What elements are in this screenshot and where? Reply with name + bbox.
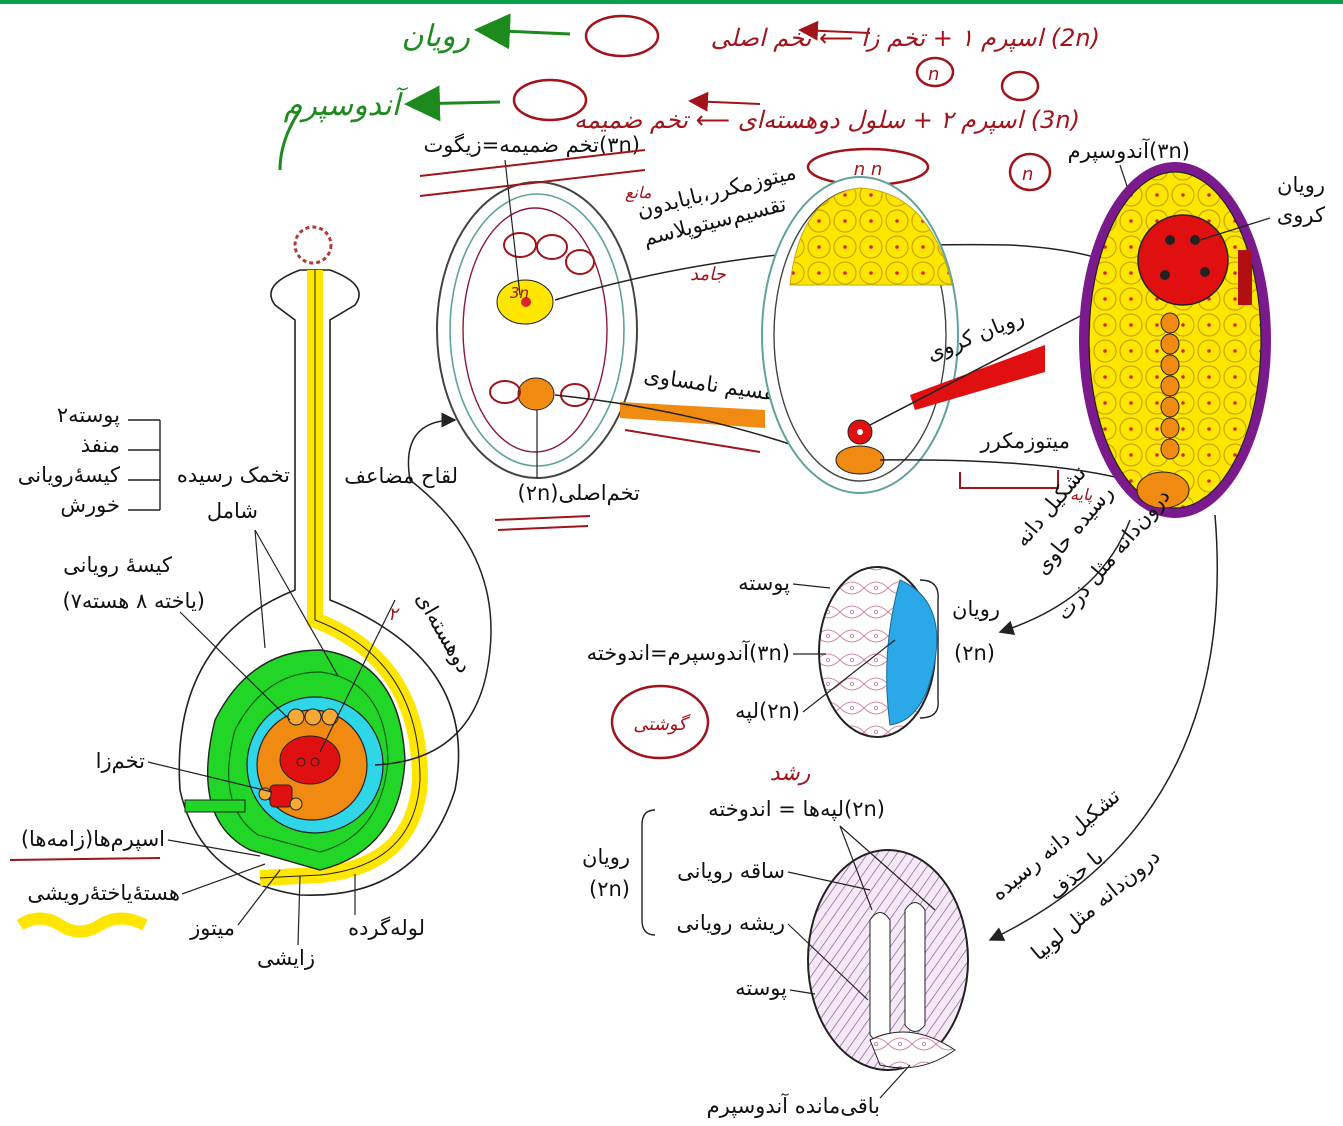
antipodal-1 <box>288 709 304 725</box>
label-bean-embryo: رویان <box>582 845 630 869</box>
red-line-sperm1: اسپرم ۱ + تخم زا ⟵ تخم اصلی (2n) <box>711 24 1100 52</box>
red-underline-sperms <box>10 858 160 860</box>
red-growth-note: رشد <box>770 761 811 786</box>
bean-embryo-axis <box>870 913 890 1042</box>
globular-embryo-seed: رویان کروی تشکیل دانه رسیده حاوی درون‌دا… <box>990 162 1325 940</box>
label-corn-embryo-2n: (۲n) <box>954 641 995 665</box>
ovule-and-pollen-tube: ۲پوسته منفذ کیسۀرویانی خورش تخمک رسیده ش… <box>10 227 491 970</box>
label-bean-embryo-2n: (۲n) <box>589 877 630 901</box>
main-zygote-cell <box>518 378 554 410</box>
label-stem: ساقه رویانی <box>677 859 785 883</box>
label-embryo-sac-cells: (۷یاخته ۸ هسته) <box>62 589 205 613</box>
bracket-ovule-parts <box>128 420 160 510</box>
label-endosperm-store: آندوسپرم=اندوخته(۳n) <box>587 640 790 665</box>
green-endosperm-text: آندوسپرم <box>284 86 409 123</box>
red-n-label-1: n <box>928 64 939 85</box>
label-embryo-sac-title: کیسۀ رویانی <box>63 553 172 577</box>
label-corn-embryo: رویان <box>952 597 1000 621</box>
label-cotyledons-store: لپه‌ها = اندوخته(۲n) <box>708 797 885 821</box>
label-germination: زایشی <box>257 946 315 970</box>
green-embryo-text: رویان <box>402 19 471 54</box>
label-root: ریشه رویانی <box>676 911 785 935</box>
red-mitosis-note: مانع <box>625 183 652 202</box>
label-unequal-division: تقسیم نامساوی <box>642 363 782 407</box>
red-ovule-two: ۲ <box>388 604 400 625</box>
red-line-sperm2: اسپرم ۲ + سلول دوهسته‌ای ⟵ تخم ضمیمه (3n… <box>574 106 1080 134</box>
corn-seed: پوسته آندوسپرم=اندوخته(۳n) لپه(۲n) رویان… <box>587 567 1000 786</box>
label-mitosis: میتوز <box>189 916 235 940</box>
red-bracket-mitosis <box>960 470 1058 488</box>
green-arrow-embryo <box>480 30 570 34</box>
stigma-pollen-grain <box>295 227 331 263</box>
red-circle-3n <box>514 80 586 120</box>
red-taken-note: گوشتی <box>633 713 691 735</box>
label-mature-ovule: تخمک رسیده <box>177 463 290 487</box>
bean-seed: لپه‌ها = اندوخته(۲n) ساقه رویانی ریشه رو… <box>582 784 1164 1118</box>
label-cotyledon-2n: لپه(۲n) <box>735 699 800 723</box>
corn-cotyledon <box>887 580 937 725</box>
globular-embryo <box>1138 215 1228 305</box>
label-mitosis-repeated-2: میتوزمکرر <box>980 429 1071 453</box>
label-pollen-tube: لوله‌گرده <box>348 916 425 940</box>
label-embryo-sac: کیسۀرویانی <box>18 463 120 487</box>
label-includes: شامل <box>207 499 258 523</box>
label-sperms: اسپرم‌ها(زامه‌ها) <box>21 827 165 851</box>
label-bean-coat: پوسته <box>735 976 787 1000</box>
egg-cell <box>270 785 292 807</box>
handwritten-annotations: رویان آندوسپرم اسپرم ۱ + تخم زا ⟵ تخم اص… <box>280 16 1100 190</box>
label-nucellus: خورش <box>60 493 120 517</box>
label-generative-nucleus: هستۀیاختۀرویشی <box>27 881 180 905</box>
label-spherical-top-right: کروی <box>1277 203 1325 227</box>
green-arrow-endosperm <box>410 102 500 104</box>
red-circle-2n <box>586 16 658 56</box>
label-double-fertilization: لقاح مضاعف <box>344 464 458 488</box>
seed-dark-red-edge <box>1238 250 1252 305</box>
label-main-zygote: (۲n)تخم‌اصلی <box>518 481 641 506</box>
label-egg: تخم‌زا <box>96 749 146 774</box>
central-cell-nuclei <box>280 736 340 784</box>
label-endosperm-top: آندوسپرم(۳n) <box>1068 138 1190 163</box>
red-underline-main <box>495 516 590 520</box>
antipodal-3 <box>322 709 338 725</box>
micropyle-green-tip <box>185 800 245 812</box>
label-micropyle: منفذ <box>81 433 120 457</box>
red-n-label-2: n <box>1022 164 1033 185</box>
label-corn-coat: پوسته <box>738 571 790 595</box>
label-remaining-endosperm: باقی‌مانده آندوسپرم <box>707 1093 880 1118</box>
label-embryo-top-right: رویان <box>1277 173 1325 197</box>
synergid-2 <box>290 798 302 810</box>
bracket-bean-embryo <box>642 810 655 935</box>
label-coat-2: ۲پوسته <box>57 403 120 427</box>
yellow-highlight-squiggle <box>20 919 145 932</box>
red-circle-n2 <box>1002 72 1038 100</box>
antipodal-2 <box>305 709 321 725</box>
orange-highlight-unequal <box>620 402 765 428</box>
red-arrow-2 <box>690 101 760 104</box>
proembryo-suspensor <box>836 446 884 474</box>
